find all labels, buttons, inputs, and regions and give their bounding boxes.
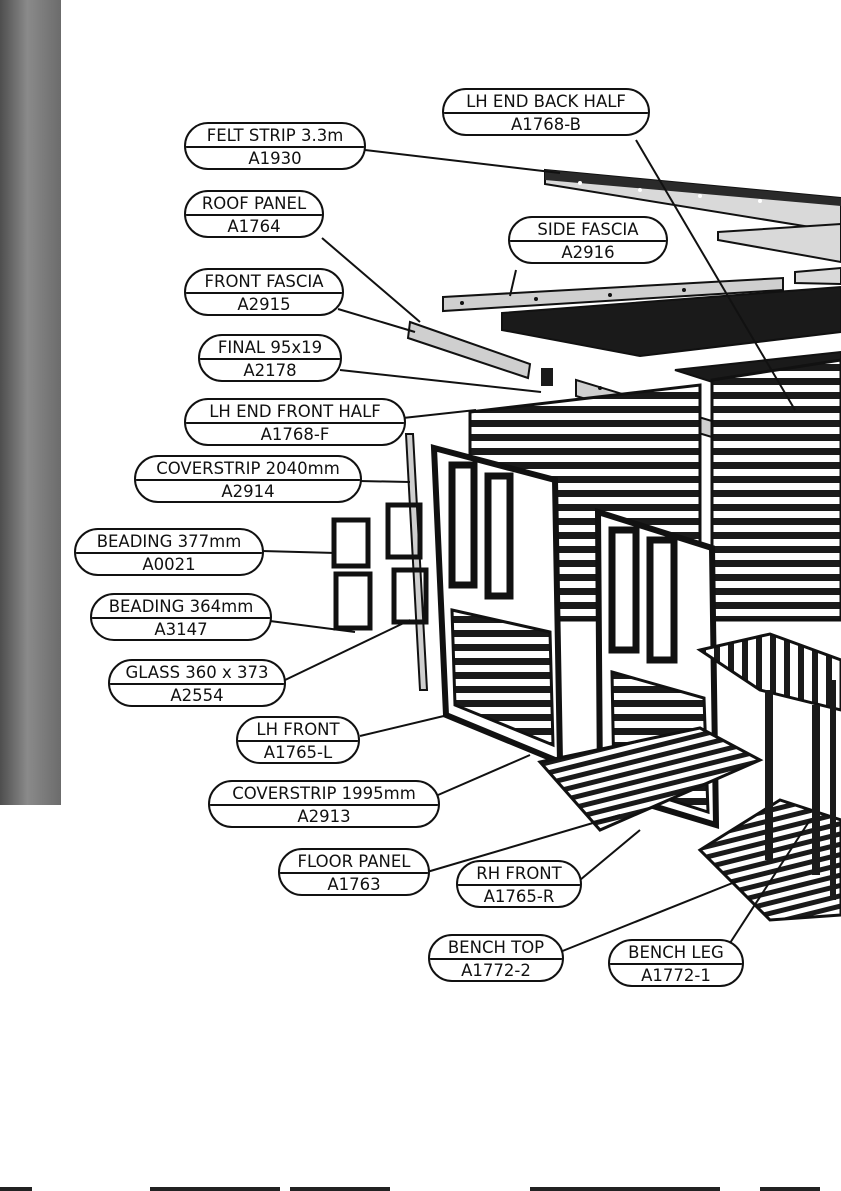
part-name: FRONT FASCIA — [204, 272, 324, 291]
callout-coverstrip-2040: COVERSTRIP 2040mm A2914 — [134, 455, 362, 503]
part-code: A1768-F — [260, 425, 330, 444]
callout-divider — [444, 112, 648, 114]
part-code: A1763 — [327, 875, 381, 894]
callout-divider — [76, 552, 262, 554]
part-name: GLASS 360 x 373 — [125, 663, 269, 682]
part-name: ROOF PANEL — [201, 194, 307, 213]
part-code: A2178 — [243, 361, 297, 380]
callout-beading-377: BEADING 377mm A0021 — [74, 528, 264, 576]
part-name: BEADING 364mm — [108, 597, 254, 616]
part-code: A2916 — [561, 243, 615, 262]
side-color-strip — [0, 0, 61, 805]
part-name: LH END FRONT HALF — [209, 402, 381, 421]
part-code: A2913 — [297, 807, 351, 826]
beading-glass-parts — [331, 502, 429, 631]
callout-bench-leg: BENCH LEG A1772-1 — [608, 939, 744, 987]
callout-divider — [430, 958, 562, 960]
part-name: LH FRONT — [256, 720, 340, 739]
callout-lh-end-front-half: LH END FRONT HALF A1768-F — [184, 398, 406, 446]
part-name: FLOOR PANEL — [297, 852, 411, 871]
part-code: A1768-B — [511, 115, 581, 134]
callout-glass: GLASS 360 x 373 A2554 — [108, 659, 286, 707]
part-name: RH FRONT — [476, 864, 562, 883]
callout-divider — [186, 292, 342, 294]
bench-leg-part — [765, 680, 836, 900]
callout-divider — [610, 963, 742, 965]
part-code: A3147 — [154, 620, 208, 639]
part-code: A1772-1 — [641, 966, 711, 985]
callout-divider — [238, 740, 358, 742]
callout-side-fascia: SIDE FASCIA A2916 — [508, 216, 668, 264]
part-code: A2554 — [170, 686, 224, 705]
callout-divider — [110, 683, 284, 685]
callout-divider — [186, 422, 404, 424]
callout-lh-front: LH FRONT A1765-L — [236, 716, 360, 764]
part-name: FINAL 95x19 — [217, 338, 323, 357]
part-code: A1772-2 — [461, 961, 531, 980]
part-name: LH END BACK HALF — [466, 92, 626, 111]
callout-beading-364: BEADING 364mm A3147 — [90, 593, 272, 641]
callout-divider — [186, 146, 364, 148]
callout-divider — [92, 617, 270, 619]
callout-divider — [458, 884, 580, 886]
lh-front-part — [430, 444, 564, 767]
leader-lines — [261, 139, 811, 953]
part-code: A1765-R — [483, 887, 555, 906]
part-name: FELT STRIP 3.3m — [206, 126, 344, 145]
final-part — [541, 368, 553, 386]
part-code: A1765-L — [263, 743, 333, 762]
part-code: A2914 — [221, 482, 275, 501]
callout-felt-strip: FELT STRIP 3.3m A1930 — [184, 122, 366, 170]
part-code: A0021 — [142, 555, 196, 574]
callout-coverstrip-1995: COVERSTRIP 1995mm A2913 — [208, 780, 440, 828]
callout-final: FINAL 95x19 A2178 — [198, 334, 342, 382]
part-name: BENCH LEG — [628, 943, 724, 962]
part-name: COVERSTRIP 2040mm — [156, 459, 340, 478]
callout-divider — [136, 479, 360, 481]
callout-divider — [200, 358, 340, 360]
cropped-footer-marks — [0, 1185, 841, 1191]
floor-panel-part — [537, 726, 764, 832]
side-fascia-part — [442, 276, 784, 313]
callout-front-fascia: FRONT FASCIA A2915 — [184, 268, 344, 316]
lh-end-back-half-part — [544, 168, 841, 286]
callout-divider — [280, 872, 428, 874]
callout-rh-front: RH FRONT A1765-R — [456, 860, 582, 908]
part-code: A2915 — [237, 295, 291, 314]
callout-roof-panel: ROOF PANEL A1764 — [184, 190, 324, 238]
callout-divider — [510, 240, 666, 242]
part-name: SIDE FASCIA — [537, 220, 639, 239]
part-name: COVERSTRIP 1995mm — [232, 784, 416, 803]
callout-divider — [210, 804, 438, 806]
callout-floor-panel: FLOOR PANEL A1763 — [278, 848, 430, 896]
coverstrip-2040-part — [404, 433, 429, 691]
part-code: A1764 — [227, 217, 281, 236]
callout-lh-end-back-half: LH END BACK HALF A1768-B — [442, 88, 650, 136]
part-name: BEADING 377mm — [96, 532, 242, 551]
part-name: BENCH TOP — [447, 938, 545, 957]
part-code: A1930 — [248, 149, 302, 168]
callout-divider — [186, 214, 322, 216]
callout-bench-top: BENCH TOP A1772-2 — [428, 934, 564, 982]
